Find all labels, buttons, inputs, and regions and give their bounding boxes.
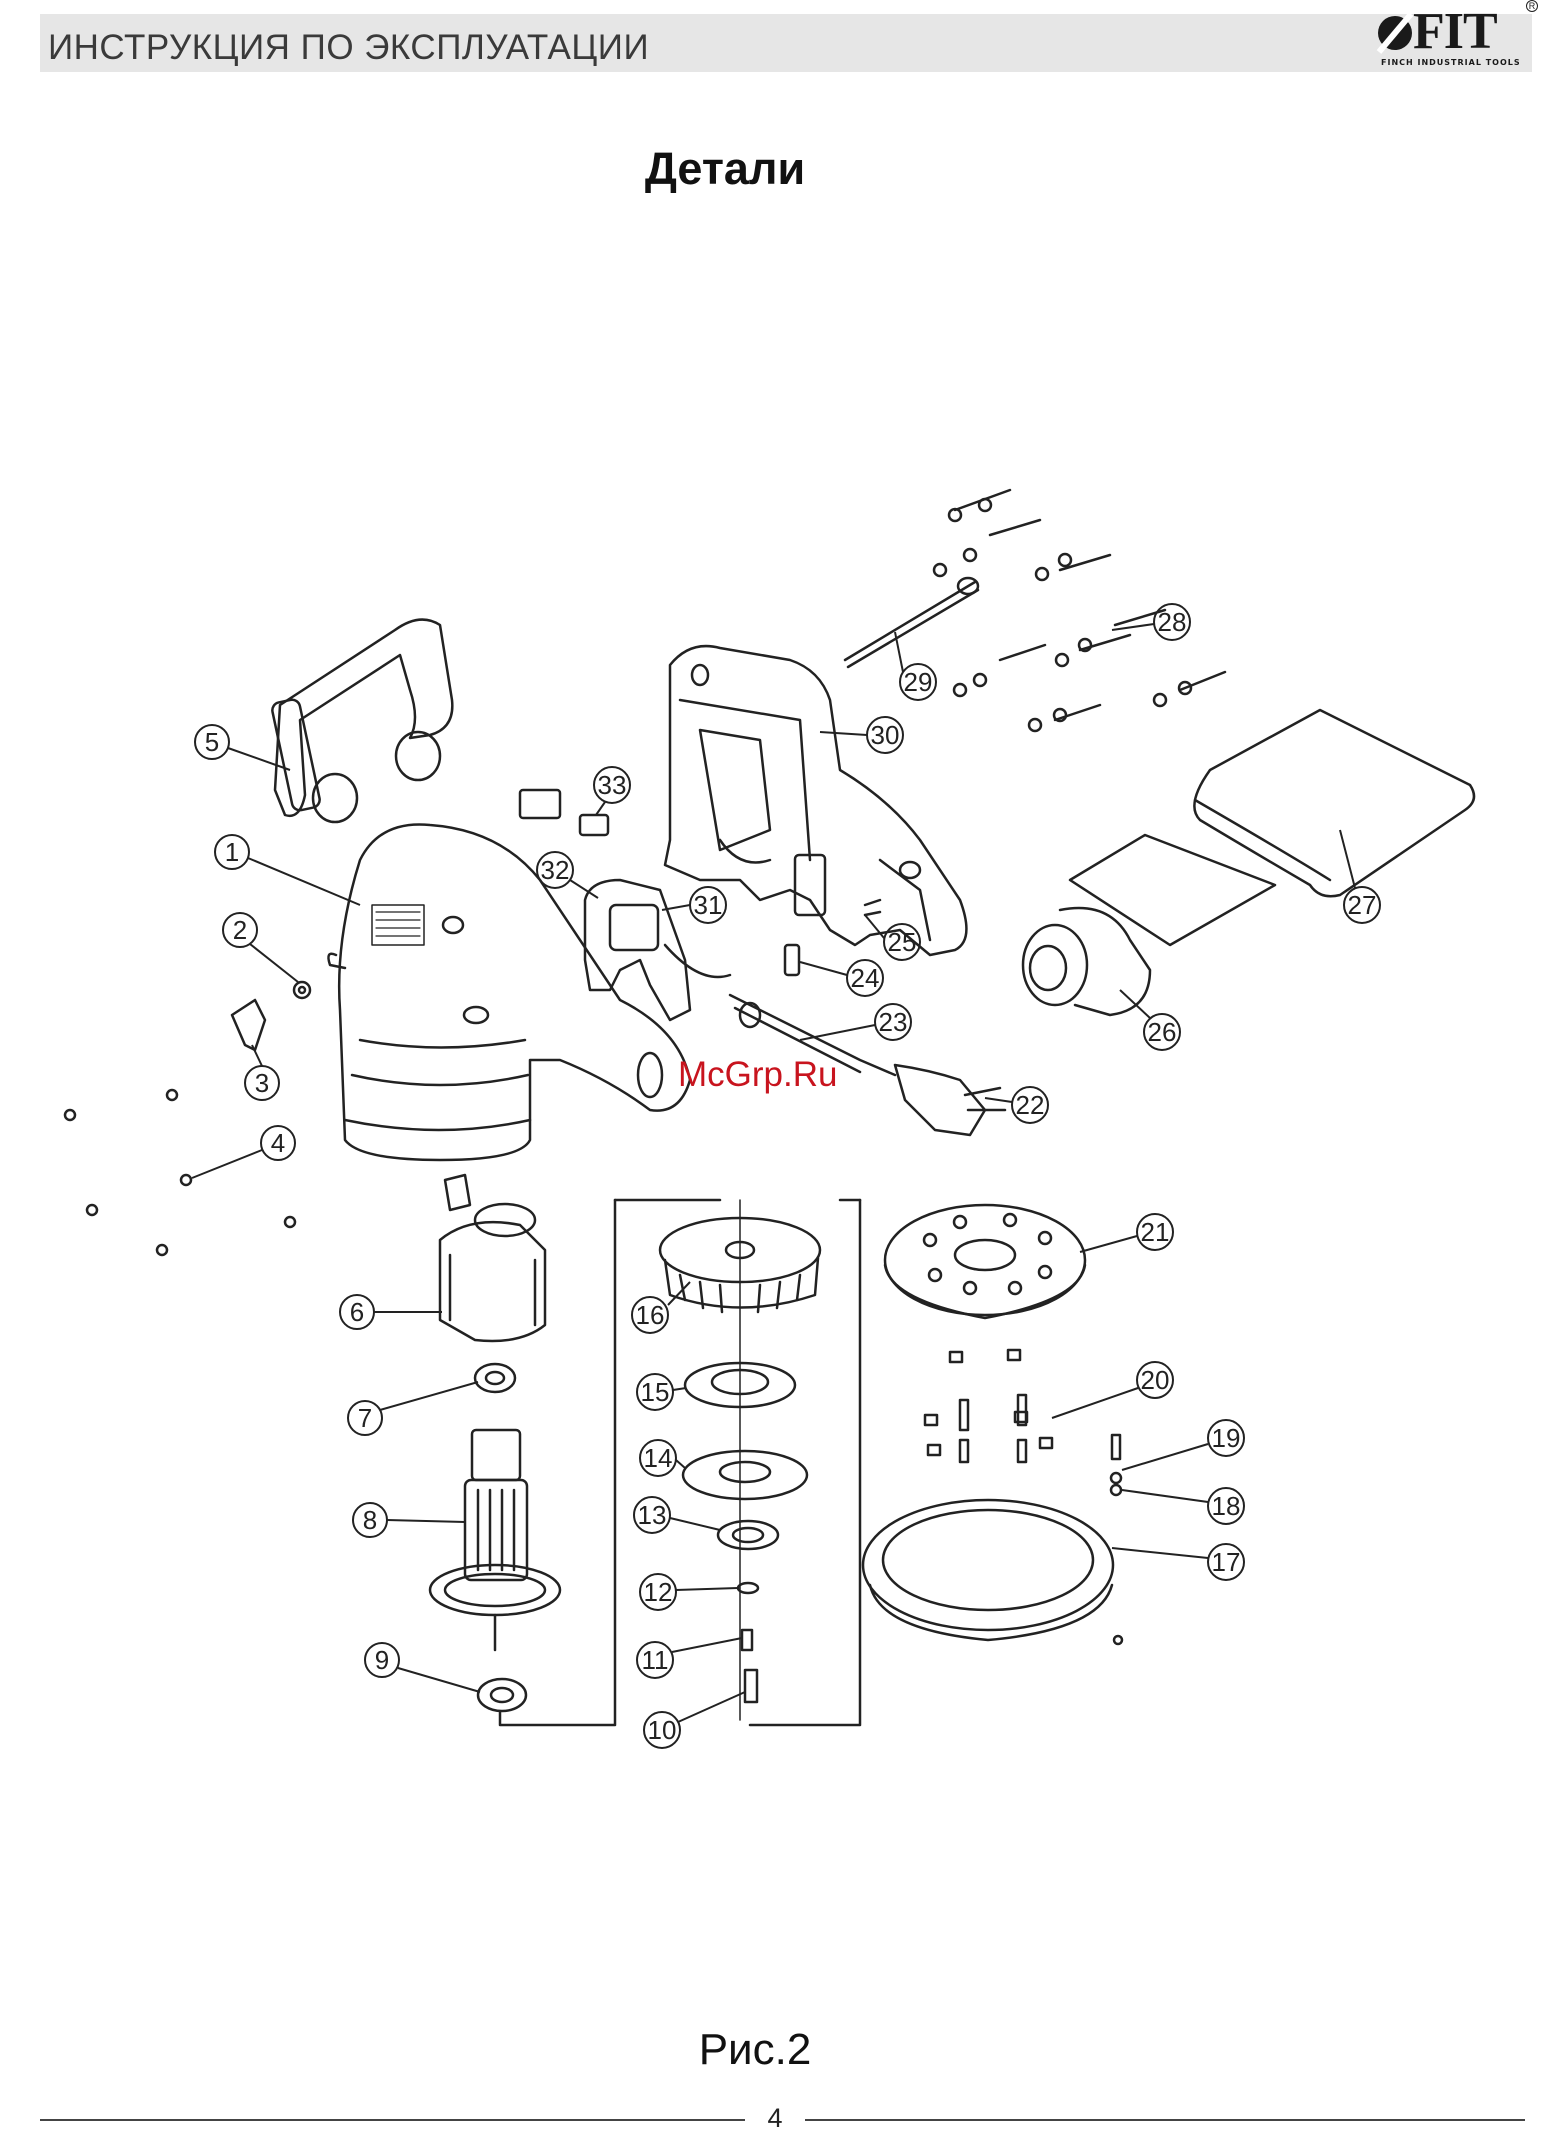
- callout-27: 27: [1340, 830, 1380, 923]
- callout-label: 2: [233, 915, 247, 945]
- bolts-part: [925, 1350, 1121, 1495]
- small-parts-left: [65, 982, 310, 1255]
- eccentric-bearing-part: [718, 1521, 778, 1549]
- base-plate-part: [863, 1500, 1122, 1644]
- callout-label: 8: [363, 1505, 377, 1535]
- washer-part: [738, 1583, 758, 1593]
- callout-16: 16: [632, 1282, 690, 1333]
- callout-label: 19: [1212, 1423, 1241, 1453]
- callout-label: 16: [636, 1300, 665, 1330]
- page-number: 4: [760, 2103, 790, 2134]
- callout-20: 20: [1052, 1362, 1173, 1418]
- callout-label: 4: [271, 1128, 285, 1158]
- callout-label: 13: [638, 1500, 667, 1530]
- callout-label: 22: [1016, 1090, 1045, 1120]
- dust-bag-part: [1023, 710, 1474, 1015]
- callout-2: 2: [223, 913, 298, 982]
- callout-label: 12: [644, 1577, 673, 1607]
- callout-4: 4: [192, 1126, 295, 1178]
- callout-label: 25: [888, 927, 917, 957]
- callout-label: 1: [225, 837, 239, 867]
- switch-part: [520, 790, 560, 818]
- callout-24: 24: [800, 960, 883, 996]
- callout-7: 7: [348, 1382, 478, 1435]
- callout-15: 15: [637, 1374, 686, 1410]
- callout-10: 10: [644, 1692, 745, 1748]
- callout-label: 5: [205, 727, 219, 757]
- callout-18: 18: [1122, 1488, 1244, 1524]
- callout-label: 31: [694, 890, 723, 920]
- bearing-part: [475, 1364, 515, 1392]
- callout-26: 26: [1120, 990, 1180, 1050]
- callout-13: 13: [634, 1497, 720, 1533]
- plate-part: [683, 1451, 807, 1499]
- callout-label: 27: [1348, 890, 1377, 920]
- callout-19: 19: [1122, 1420, 1244, 1470]
- callout-label: 33: [598, 770, 627, 800]
- figure-caption: Рис.2: [0, 2025, 1510, 2075]
- callout-label: 11: [642, 1645, 669, 1675]
- callout-label: 20: [1141, 1365, 1170, 1395]
- callout-label: 18: [1212, 1491, 1241, 1521]
- armature-part: [430, 1430, 560, 1650]
- callout-label: 17: [1212, 1547, 1241, 1577]
- callout-label: 7: [358, 1403, 372, 1433]
- callout-label: 26: [1148, 1017, 1177, 1047]
- callout-label: 28: [1158, 607, 1187, 637]
- callout-11: 11: [637, 1638, 742, 1678]
- motor-housing-part: [328, 824, 690, 1160]
- callout-17: 17: [1112, 1544, 1244, 1580]
- callout-label: 21: [1141, 1217, 1170, 1247]
- callout-label: 10: [648, 1715, 677, 1745]
- callout-1: 1: [215, 835, 360, 905]
- callout-12: 12: [640, 1574, 738, 1610]
- callout-6: 6: [340, 1295, 442, 1329]
- callout-23: 23: [800, 1004, 911, 1040]
- callout-22: 22: [985, 1087, 1048, 1123]
- footer-rule-right: [805, 2119, 1525, 2121]
- callout-29: 29: [895, 632, 936, 700]
- callout-label: 32: [541, 855, 570, 885]
- callout-label: 23: [879, 1007, 908, 1037]
- callout-label: 9: [375, 1645, 389, 1675]
- callout-label: 30: [871, 720, 900, 750]
- callout-33: 33: [594, 767, 630, 815]
- callout-9: 9: [365, 1643, 480, 1692]
- stator-part: [440, 1175, 545, 1341]
- callout-8: 8: [353, 1503, 465, 1537]
- callout-31: 31: [662, 887, 726, 923]
- callout-label: 24: [851, 963, 880, 993]
- bearing-lower-part: [478, 1679, 526, 1711]
- callout-label: 14: [644, 1443, 673, 1473]
- footer-rule-left: [40, 2119, 745, 2121]
- callout-label: 15: [641, 1377, 670, 1407]
- screw-part: [742, 1630, 752, 1650]
- callout-21: 21: [1080, 1214, 1173, 1252]
- sanding-pad-part: [885, 1205, 1085, 1318]
- callout-3: 3: [245, 1045, 279, 1100]
- callout-label: 6: [350, 1297, 364, 1327]
- handle-part: [271, 620, 452, 822]
- switch-lever-part: [580, 815, 608, 835]
- callout-label: 29: [904, 667, 933, 697]
- watermark: McGrp.Ru: [678, 1055, 837, 1095]
- callout-25: 25: [865, 915, 920, 960]
- callout-14: 14: [640, 1440, 685, 1476]
- callout-label: 3: [255, 1068, 269, 1098]
